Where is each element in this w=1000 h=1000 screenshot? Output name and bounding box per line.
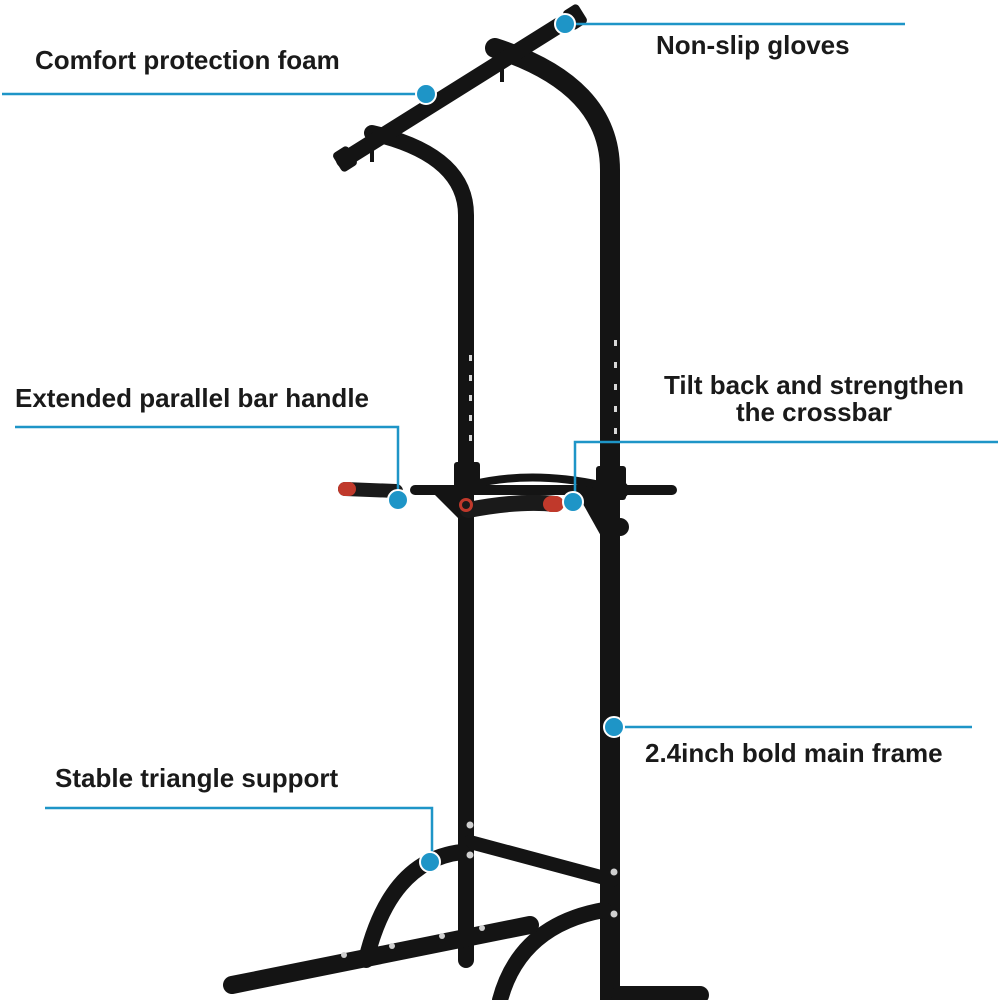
power-tower-frame <box>223 8 709 1000</box>
callout-non-slip-gloves: Non-slip gloves <box>656 30 850 60</box>
frame-bolts <box>341 499 618 958</box>
height-clamp-left <box>454 462 480 492</box>
crossbar-endcap-left <box>333 146 357 172</box>
hook-left <box>370 148 374 162</box>
callout-lines <box>2 22 998 860</box>
arch-bar <box>466 473 604 489</box>
lower-crossbar <box>463 835 619 887</box>
frame-hardware <box>333 4 629 545</box>
triangle-support-left <box>358 844 470 968</box>
callout-markers <box>387 13 625 873</box>
callout-tilt-line2: the crossbar <box>735 397 893 428</box>
callout-line-triangle <box>45 806 434 860</box>
marker-gloves <box>554 13 576 35</box>
pull-up-crossbar <box>336 8 582 168</box>
callout-main-frame: 2.4inch bold main frame <box>645 738 943 768</box>
adjust-knob-bottom <box>611 518 629 536</box>
grip-front <box>460 494 563 518</box>
callout-tilt-line1: Tilt back and strengthen <box>663 370 964 400</box>
bracket-right <box>578 490 612 545</box>
adjust-knob-top <box>611 481 629 499</box>
adjustment-holes <box>469 340 617 441</box>
main-column-left <box>364 125 474 968</box>
callout-line-handle <box>15 425 400 498</box>
callout-tilt-crossbar: Tilt back and strengthen the crossbar <box>648 370 980 428</box>
bracket-left <box>430 490 470 530</box>
main-column-right <box>485 38 620 1000</box>
hook-right <box>500 66 504 82</box>
marker-tilt <box>562 491 584 513</box>
foam-grips <box>338 482 564 518</box>
callout-line-tilt <box>573 440 998 500</box>
marker-frame <box>603 716 625 738</box>
marker-triangle <box>419 851 441 873</box>
marker-handle <box>387 489 409 511</box>
base-foot-left <box>223 916 539 994</box>
triangle-support-right <box>492 902 612 1000</box>
callout-parallel-bar-handle: Extended parallel bar handle <box>15 383 369 413</box>
callout-triangle-support: Stable triangle support <box>55 763 339 793</box>
callout-comfort-foam: Comfort protection foam <box>35 45 340 75</box>
marker-foam <box>415 83 437 105</box>
